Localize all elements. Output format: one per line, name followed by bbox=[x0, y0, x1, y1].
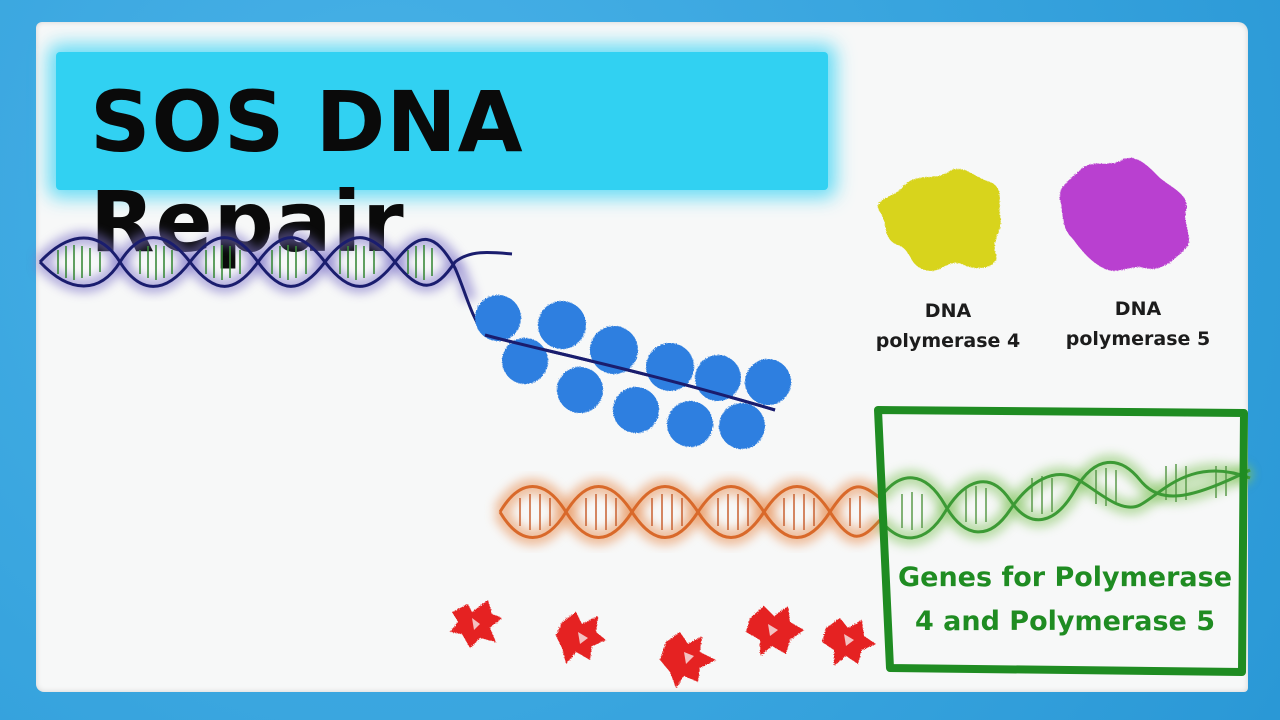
ssb-protein bbox=[667, 401, 713, 447]
ssb-protein bbox=[557, 367, 603, 413]
ssb-protein bbox=[538, 301, 586, 349]
polymerase-4-label: DNA polymerase 4 bbox=[868, 296, 1028, 356]
polymerase-5-label-line1: DNA bbox=[1114, 298, 1162, 320]
dna-helix-green-genes bbox=[873, 454, 1254, 546]
single-strand-dna bbox=[484, 333, 776, 412]
ssb-protein bbox=[719, 403, 765, 449]
dna-helix-top bbox=[34, 230, 776, 412]
genes-label-line2: 4 and Polymerase 5 bbox=[914, 606, 1216, 637]
ssb-protein bbox=[590, 326, 638, 374]
ssb-protein bbox=[475, 295, 521, 341]
ssb-protein bbox=[745, 359, 791, 405]
polymerase-4-label-line1: DNA bbox=[924, 300, 972, 322]
polymerase-5-icon bbox=[1059, 157, 1189, 271]
ssb-protein bbox=[613, 387, 659, 433]
polymerase-5-label-line2: polymerase 5 bbox=[1065, 328, 1211, 350]
polymerase-4-icon bbox=[878, 168, 1001, 271]
polymerase-5-label: DNA polymerase 5 bbox=[1056, 294, 1220, 354]
ssb-protein bbox=[646, 343, 694, 391]
polymerase-4-label-line2: polymerase 4 bbox=[875, 330, 1021, 352]
genes-box bbox=[874, 406, 1248, 676]
genes-label-line1: Genes for Polymerase bbox=[897, 562, 1233, 593]
ssb-protein bbox=[502, 338, 548, 384]
ssb-proteins bbox=[475, 295, 791, 449]
dna-helix-orange bbox=[493, 478, 886, 546]
genes-label: Genes for Polymerase 4 and Polymerase 5 bbox=[880, 556, 1250, 644]
title-banner bbox=[56, 52, 828, 190]
dna-top-base-pairs bbox=[57, 245, 433, 280]
protein-fragments bbox=[450, 600, 876, 688]
